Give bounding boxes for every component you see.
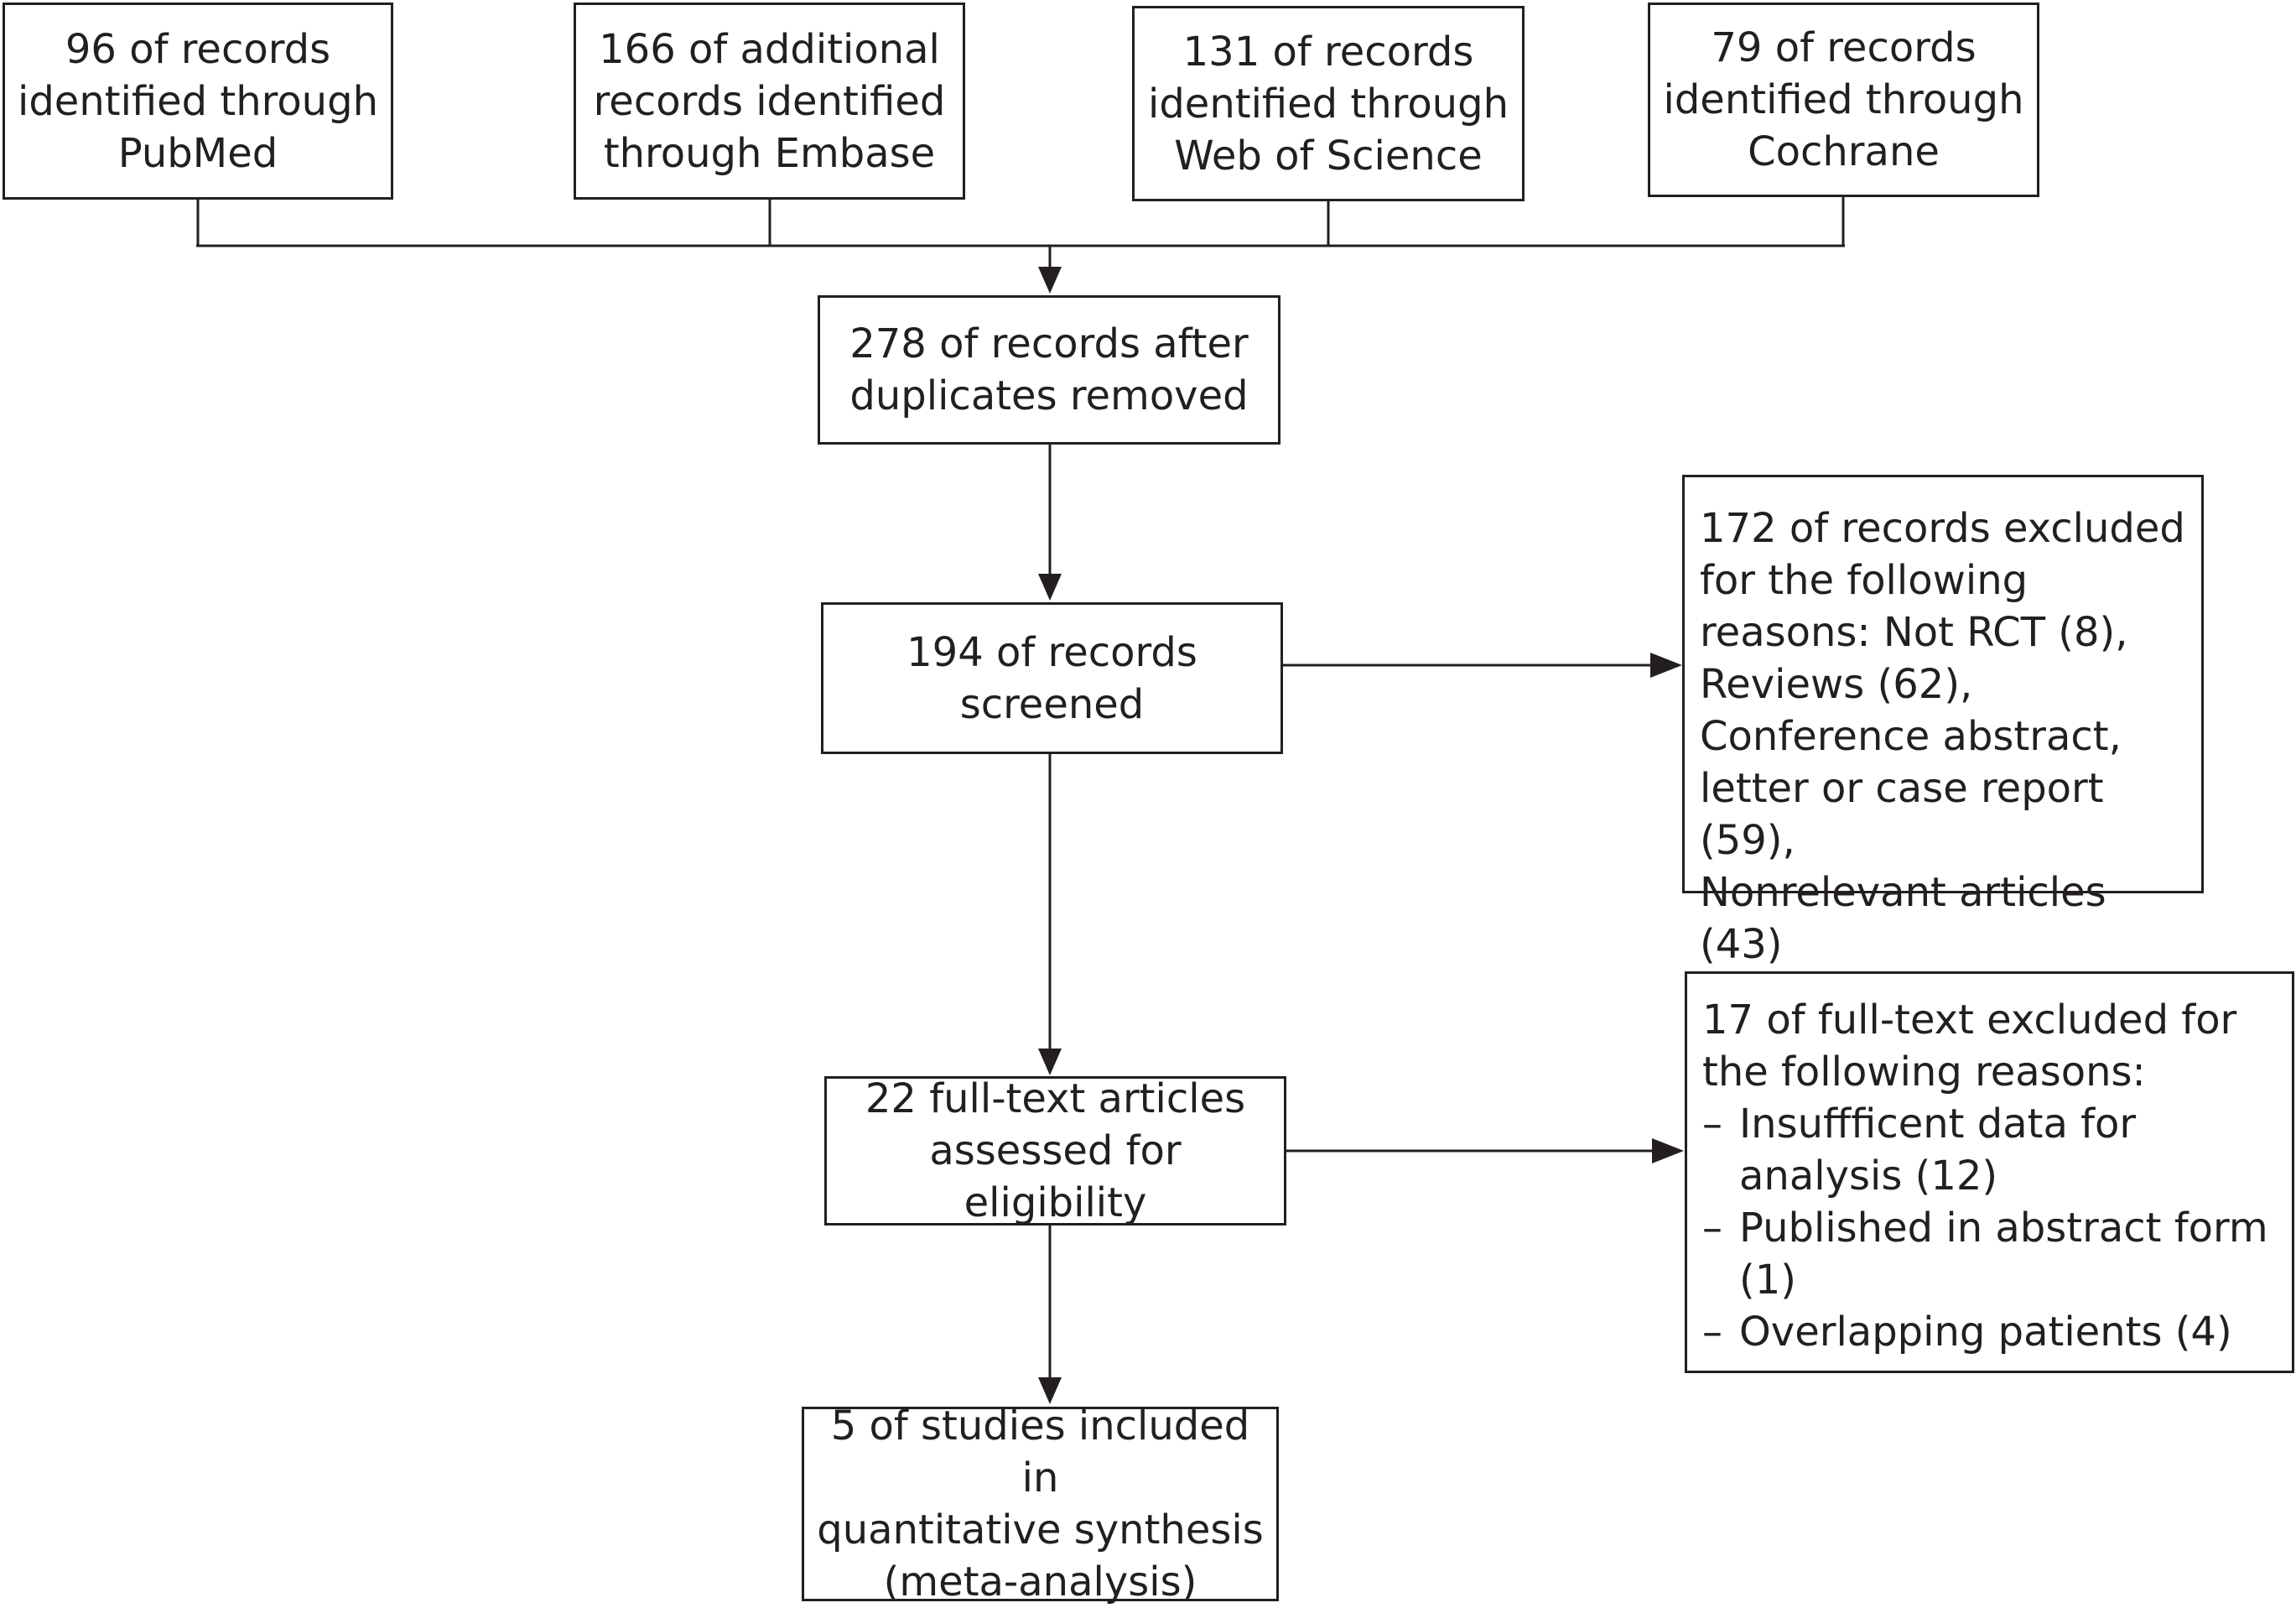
reason-dash: – [1702, 1205, 1722, 1252]
included-box: 5 of studies included in quantitative sy… [802, 1402, 1279, 1605]
fulltext-excluded-reason: – Published in abstract form (1) [1702, 1202, 2268, 1306]
fulltext-excluded-reason: – Insuffficent data for analysis (12) [1702, 1098, 2136, 1202]
screened-text: 194 of records screened [906, 628, 1197, 728]
arrowhead-eligibility [1038, 1049, 1062, 1075]
reason-text: Published in abstract form (1) [1739, 1205, 2268, 1304]
arrowhead-included [1038, 1377, 1062, 1404]
reason-text: Overlapping patients (4) [1739, 1309, 2232, 1356]
duplicates-removed-text: 278 of records after duplicates removed [849, 320, 1249, 419]
included-text: 5 of studies included in quantitative sy… [817, 1402, 1264, 1605]
source-box-embase: 166 of additional records identified thr… [574, 3, 965, 200]
source-embase-text: 166 of additional records identified thr… [593, 25, 946, 177]
fulltext-excluded-reason: – Overlapping patients (4) [1702, 1306, 2232, 1358]
arrowhead-duplicates-removed [1038, 267, 1062, 294]
source-web-of-science-text: 131 of records identified through Web of… [1147, 28, 1509, 180]
reason-dash: – [1702, 1101, 1722, 1147]
source-cochrane-text: 79 of records identified through Cochran… [1663, 24, 2024, 175]
eligibility-text: 22 full-text articles assessed for eligi… [865, 1075, 1246, 1226]
duplicates-removed-box: 278 of records after duplicates removed [818, 295, 1280, 445]
reason-dash: – [1702, 1309, 1722, 1356]
screened-box: 194 of records screened [821, 602, 1283, 754]
screen-excluded-box: 172 of records excluded for the followin… [1682, 475, 2204, 968]
screen-excluded-text: 172 of records excluded for the followin… [1700, 505, 2185, 968]
reason-text: Insuffficent data for analysis (12) [1739, 1101, 2137, 1199]
fulltext-excluded-heading: 17 of full-text excluded for the followi… [1702, 997, 2237, 1095]
source-box-pubmed: 96 of records identified through PubMed [3, 3, 393, 200]
eligibility-box: 22 full-text articles assessed for eligi… [824, 1075, 1286, 1226]
source-pubmed-text: 96 of records identified through PubMed [17, 25, 378, 177]
fulltext-excluded-box: 17 of full-text excluded for the followi… [1685, 971, 2294, 1373]
fulltext-excluded-list: 17 of full-text excluded for the followi… [1702, 994, 2268, 1358]
arrowhead-screen-excluded [1650, 653, 1682, 678]
source-box-web-of-science: 131 of records identified through Web of… [1132, 6, 1525, 201]
arrowhead-fulltext-excluded [1652, 1138, 1684, 1163]
source-box-cochrane: 79 of records identified through Cochran… [1648, 3, 2039, 197]
arrowhead-screened [1038, 574, 1062, 601]
